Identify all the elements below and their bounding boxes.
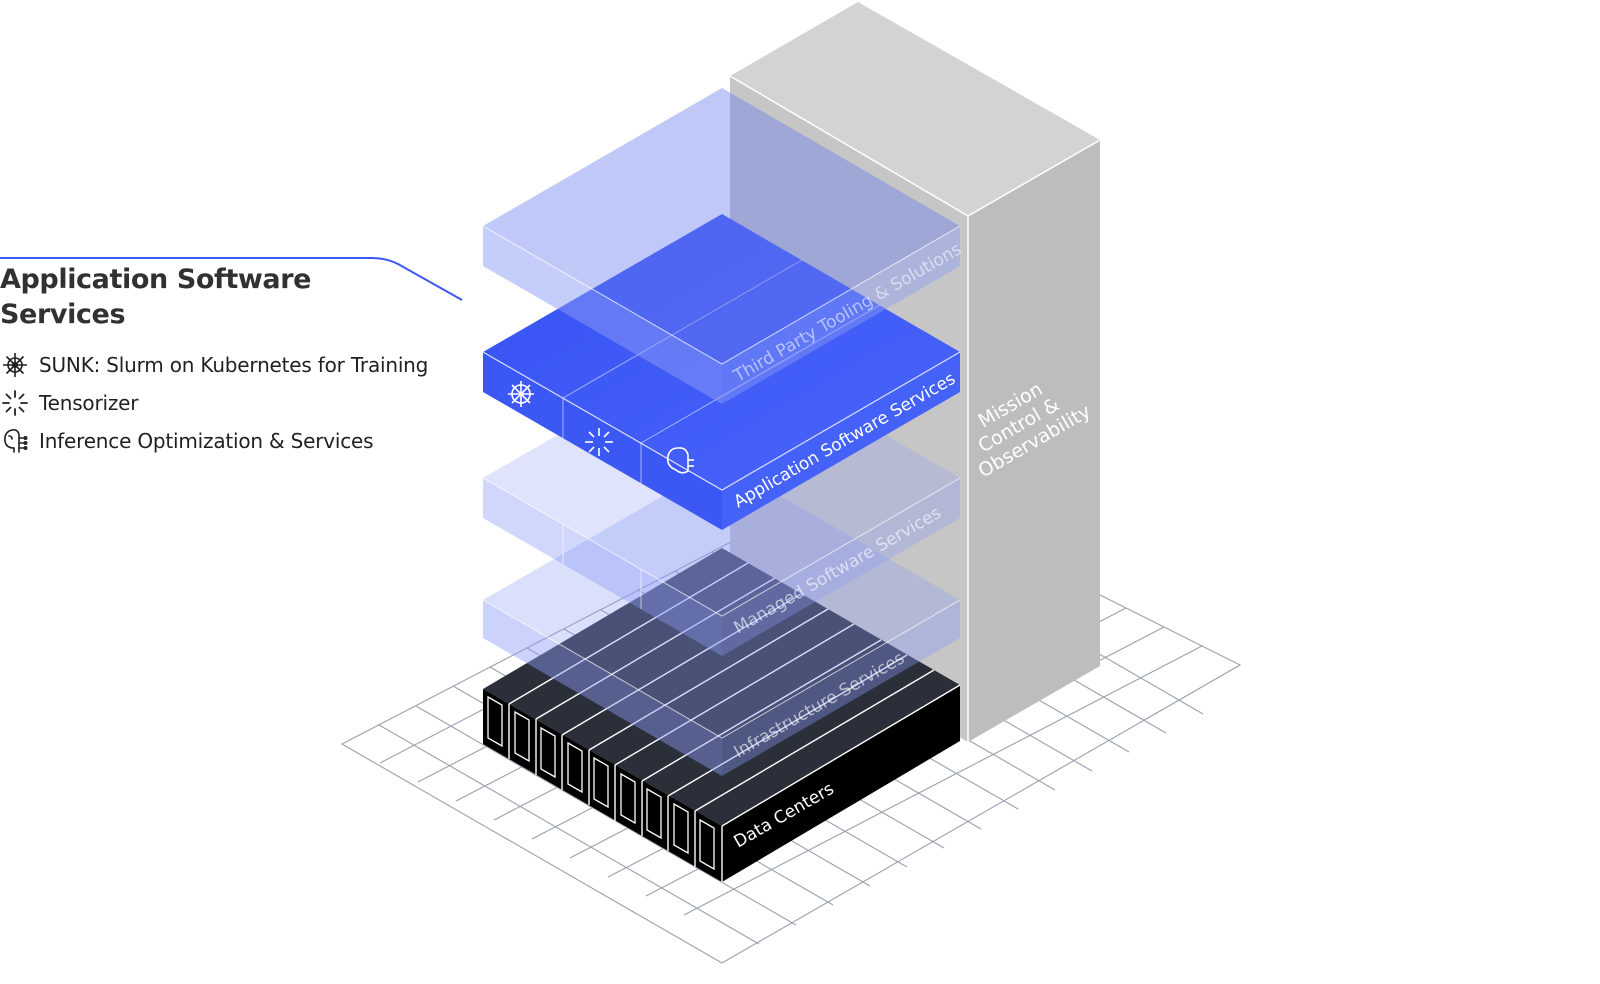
callout-panel: Application Software Services SUNK: Slur…	[0, 262, 470, 460]
brain-icon-on-slab	[666, 447, 694, 474]
feature-item-inference: Inference Optimization & Services	[0, 422, 470, 460]
infrastructure-services-layer: Infrastructure Services	[482, 462, 961, 776]
callout-leader-line	[0, 257, 463, 301]
feature-label-tensorizer: Tensorizer	[39, 391, 139, 415]
feature-item-sunk: SUNK: Slurm on Kubernetes for Training	[0, 346, 470, 384]
feature-label-sunk: SUNK: Slurm on Kubernetes for Training	[39, 353, 429, 377]
helm-icon-on-slab	[508, 381, 534, 407]
callout-title: Application Software Services	[0, 264, 312, 330]
building-icons	[487, 695, 715, 871]
third-party-layer: Third Party Tooling & Solutions	[482, 88, 965, 404]
burst-icon-on-slab	[585, 428, 613, 456]
tensorizer-burst-icon	[0, 388, 30, 418]
data-centers-layer: Data Centers	[483, 548, 961, 882]
feature-label-inference: Inference Optimization & Services	[39, 429, 374, 453]
kubernetes-helm-icon	[0, 350, 30, 380]
feature-item-tensorizer: Tensorizer	[0, 384, 470, 422]
inference-brain-icon	[0, 426, 30, 456]
feature-list: SUNK: Slurm on Kubernetes for Training	[0, 346, 470, 460]
